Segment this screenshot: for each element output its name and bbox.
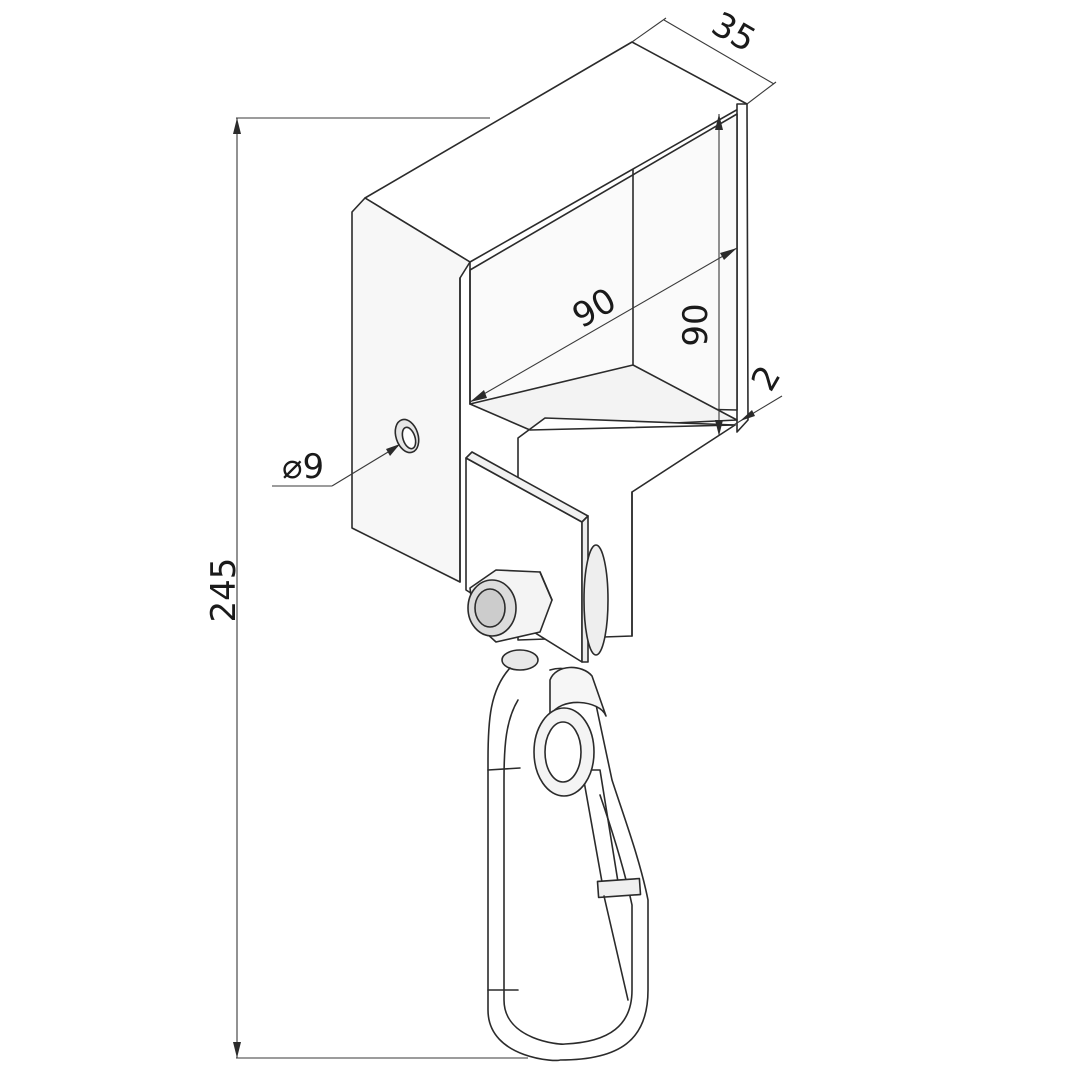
dim-35-line	[663, 19, 775, 85]
gate-sleeve	[596, 877, 642, 899]
interior-floor	[469, 364, 738, 431]
dim-90-width-arrow-right	[720, 248, 737, 260]
dim-245-arrow-top	[233, 118, 241, 134]
dim-35-extension-right	[746, 81, 777, 105]
dim-35-label: 35	[705, 4, 762, 60]
dim-2-label: 2	[744, 359, 789, 398]
dim-35-extension-left	[631, 17, 667, 43]
bracket-body	[351, 41, 749, 663]
hook-inner-loop	[503, 699, 633, 1045]
dim-245-arrow-bottom	[233, 1042, 241, 1058]
swivel-neck	[501, 649, 539, 671]
dim-2-line	[731, 395, 783, 427]
dim-245-label: 245	[204, 558, 244, 623]
dim-90-height-label: 90	[676, 303, 716, 346]
hook-gate	[581, 769, 619, 883]
pivot-disc	[583, 544, 609, 656]
nut-edge	[539, 571, 553, 601]
right-side-face	[736, 103, 749, 433]
mounting-hole-inner	[401, 426, 417, 450]
swivel-eye-hole	[544, 721, 582, 783]
left-side-face	[351, 197, 471, 583]
dim-90-width-line	[469, 247, 738, 403]
gate-lower	[603, 895, 629, 1001]
snap-hook	[487, 666, 649, 1062]
dim-90-height-arrow-bottom	[715, 420, 723, 436]
pivot-assembly	[467, 544, 609, 671]
step-edge	[529, 424, 736, 431]
bolt-end	[474, 588, 506, 628]
dim-2-arrow	[740, 410, 755, 421]
swivel-eye-top	[549, 666, 607, 717]
hook-band-top	[487, 767, 521, 771]
dim-hole-leader-diagonal	[331, 445, 399, 487]
dim-hole-arrow	[386, 444, 400, 456]
dim-hole-label: ⌀9	[282, 447, 324, 487]
dim-90-height-arrow-top	[715, 114, 723, 130]
dim-90-width-arrow-left	[470, 390, 487, 402]
hook-outer-loop	[487, 667, 649, 1062]
